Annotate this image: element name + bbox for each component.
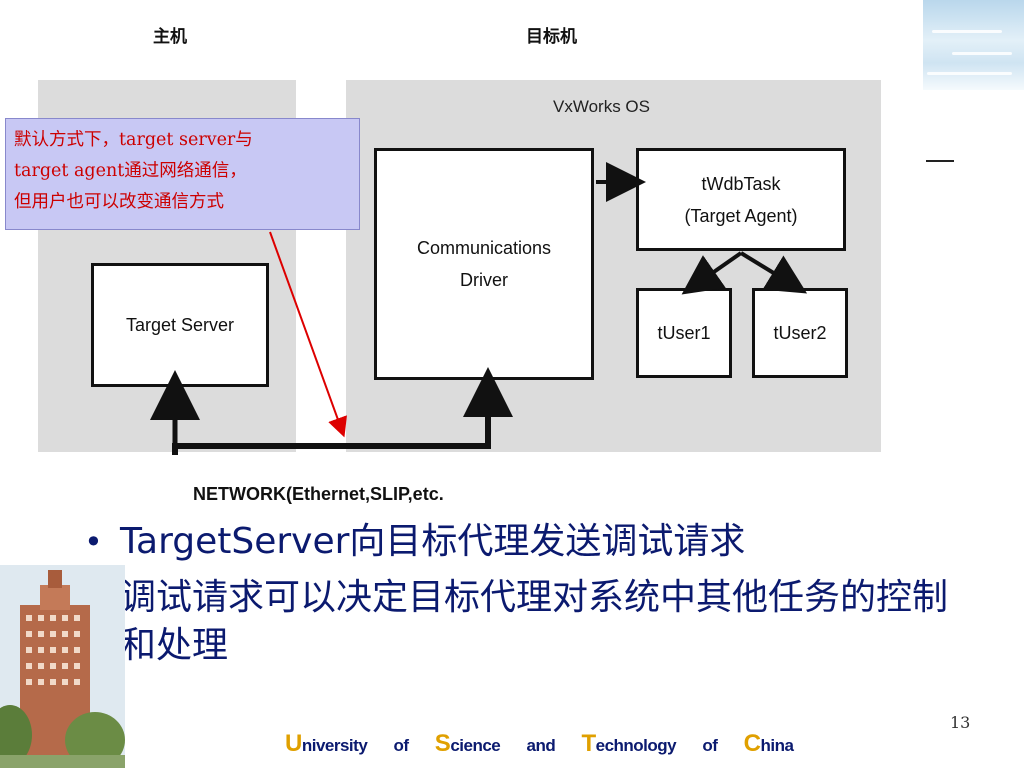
- network-label: NETWORK(Ethernet,SLIP,etc.: [193, 484, 444, 504]
- target-label: 目标机: [526, 27, 577, 47]
- footer-word: University: [285, 730, 368, 757]
- architecture-diagram: 主机 目标机 VxWorks OS Target Server Communic…: [38, 0, 923, 515]
- bullet-list: • TargetServer向目标代理发送调试请求 • 调试请求可以决定目标代理…: [80, 518, 960, 670]
- callout-note: 默认方式下，target server与 target agent通过网络通信，…: [5, 118, 360, 230]
- target-server-box: Target Server: [91, 263, 269, 387]
- tuser1-label: tUser1: [657, 323, 711, 343]
- campus-building-image: [0, 565, 125, 768]
- host-label: 主机: [153, 27, 187, 47]
- footer-university-name: University of Science and Technology of …: [285, 730, 815, 758]
- footer-word: Technology: [581, 730, 677, 757]
- target-server-label: Target Server: [125, 315, 235, 335]
- diagram-connectors: [150, 162, 808, 455]
- bullet-text: TargetServer向目标代理发送调试请求: [120, 521, 746, 562]
- bullet-text: 调试请求可以决定目标代理对系统中其他任务的控制和处理: [120, 577, 949, 666]
- footer-word: of: [393, 736, 410, 755]
- page-number: 13: [950, 713, 971, 732]
- footer-word: China: [743, 730, 794, 757]
- callout-line-3: 但用户也可以改变通信方式: [14, 192, 224, 212]
- bullet-item-2: • 调试请求可以决定目标代理对系统中其他任务的控制和处理: [80, 574, 960, 670]
- footer-word: of: [702, 736, 718, 755]
- callout-line-2: target agent通过网络通信，: [14, 161, 247, 181]
- footer-word: Science: [434, 730, 501, 757]
- bullet-item-1: • TargetServer向目标代理发送调试请求: [80, 518, 960, 566]
- communications-driver-box: Communications Driver: [374, 148, 594, 380]
- tuser1-box: tUser1: [636, 288, 732, 378]
- tuser2-label: tUser2: [773, 323, 827, 343]
- footer-word: and: [526, 736, 556, 755]
- arrow-agent-to-tuser2: [739, 251, 808, 294]
- callout-line-1: 默认方式下，target server与: [14, 130, 253, 150]
- sky-decoration: [922, 0, 1024, 90]
- arrow-agent-to-tuser1: [681, 251, 743, 295]
- title-dash: [926, 160, 954, 162]
- vxworks-os-label: VxWorks OS: [553, 97, 650, 116]
- bullet-dot: •: [84, 523, 103, 561]
- callout-pointer-arrow: [269, 231, 347, 438]
- twdbtask-label: tWdbTask (Target Agent): [684, 173, 798, 226]
- communications-driver-label: Communications Driver: [416, 238, 552, 290]
